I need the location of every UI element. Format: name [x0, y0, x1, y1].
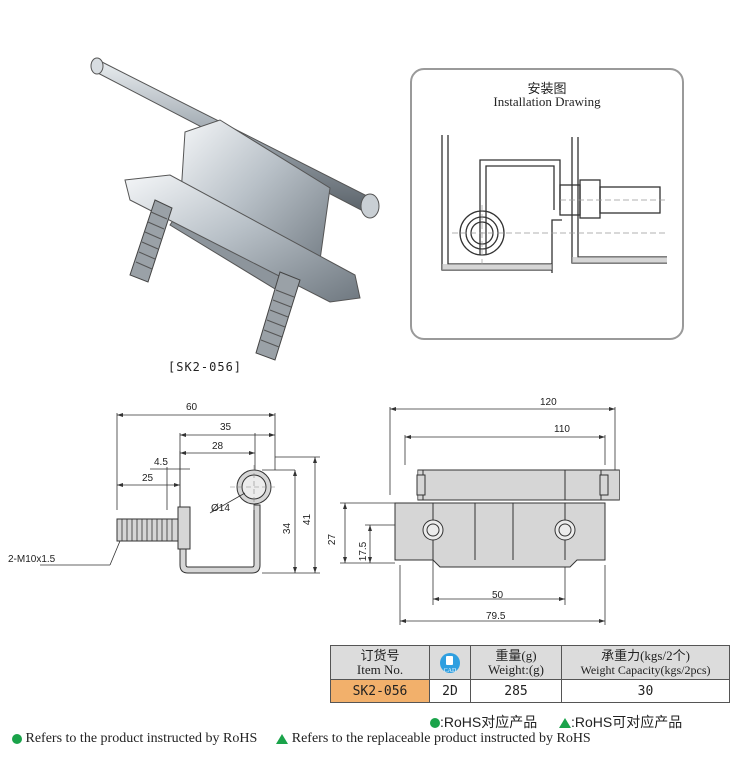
dim-120: 120 — [540, 397, 557, 408]
capacity-cell: 30 — [561, 679, 730, 703]
dim-diameter: Ø14 — [211, 503, 230, 514]
installation-diagram — [441, 135, 667, 273]
rohs-dot-icon-en — [12, 733, 22, 744]
header-weight: 重量(g)Weight:(g) — [470, 645, 562, 680]
dim-41: 41 — [302, 513, 314, 526]
installation-title-cn: 安装图 — [527, 81, 567, 96]
table-row: SK2-056 2D 285 30 — [330, 679, 730, 703]
hinge-photo-illustration — [90, 57, 380, 361]
dim-35: 35 — [220, 422, 232, 433]
cad-link[interactable]: 2D — [442, 683, 458, 699]
product-caption: [SK2-056] — [168, 360, 243, 374]
header-cad: CAD — [429, 645, 471, 680]
cad-icon: CAD — [440, 652, 460, 674]
dim-27: 27 — [327, 533, 339, 546]
installation-title-en: Installation Drawing — [493, 94, 601, 109]
installation-panel: 安装图 Installation Drawing — [410, 68, 684, 340]
rohs-dot-icon — [430, 718, 440, 729]
dim-50: 50 — [492, 590, 504, 601]
legend-en: Refers to the product instructed by RoHS… — [12, 731, 591, 747]
dim-79-5: 79.5 — [486, 611, 506, 622]
dim-28: 28 — [212, 441, 224, 452]
side-view-drawing — [40, 413, 320, 574]
rohs-triangle-icon — [559, 718, 572, 729]
dim-4-5: 4.5 — [154, 457, 168, 468]
thread-spec: 2-M10x1.5 — [8, 554, 56, 565]
product-photo — [70, 50, 390, 370]
cad-cell[interactable]: 2D — [429, 679, 471, 703]
legend-cn: :RoHS对应产品 :RoHS可对应产品 — [430, 712, 682, 732]
dim-110: 110 — [554, 424, 570, 435]
item-no-cell: SK2-056 — [330, 679, 430, 703]
dim-60: 60 — [186, 402, 198, 413]
dim-17-5: 17.5 — [358, 541, 370, 562]
weight-cell: 285 — [470, 679, 562, 703]
header-capacity: 承重力(kgs/2个)Weight Capacity(kgs/2pcs) — [561, 645, 730, 680]
rohs-triangle-icon-en — [276, 733, 289, 744]
front-view-drawing — [340, 407, 620, 625]
dim-34: 34 — [282, 522, 294, 535]
dim-25: 25 — [142, 473, 154, 484]
